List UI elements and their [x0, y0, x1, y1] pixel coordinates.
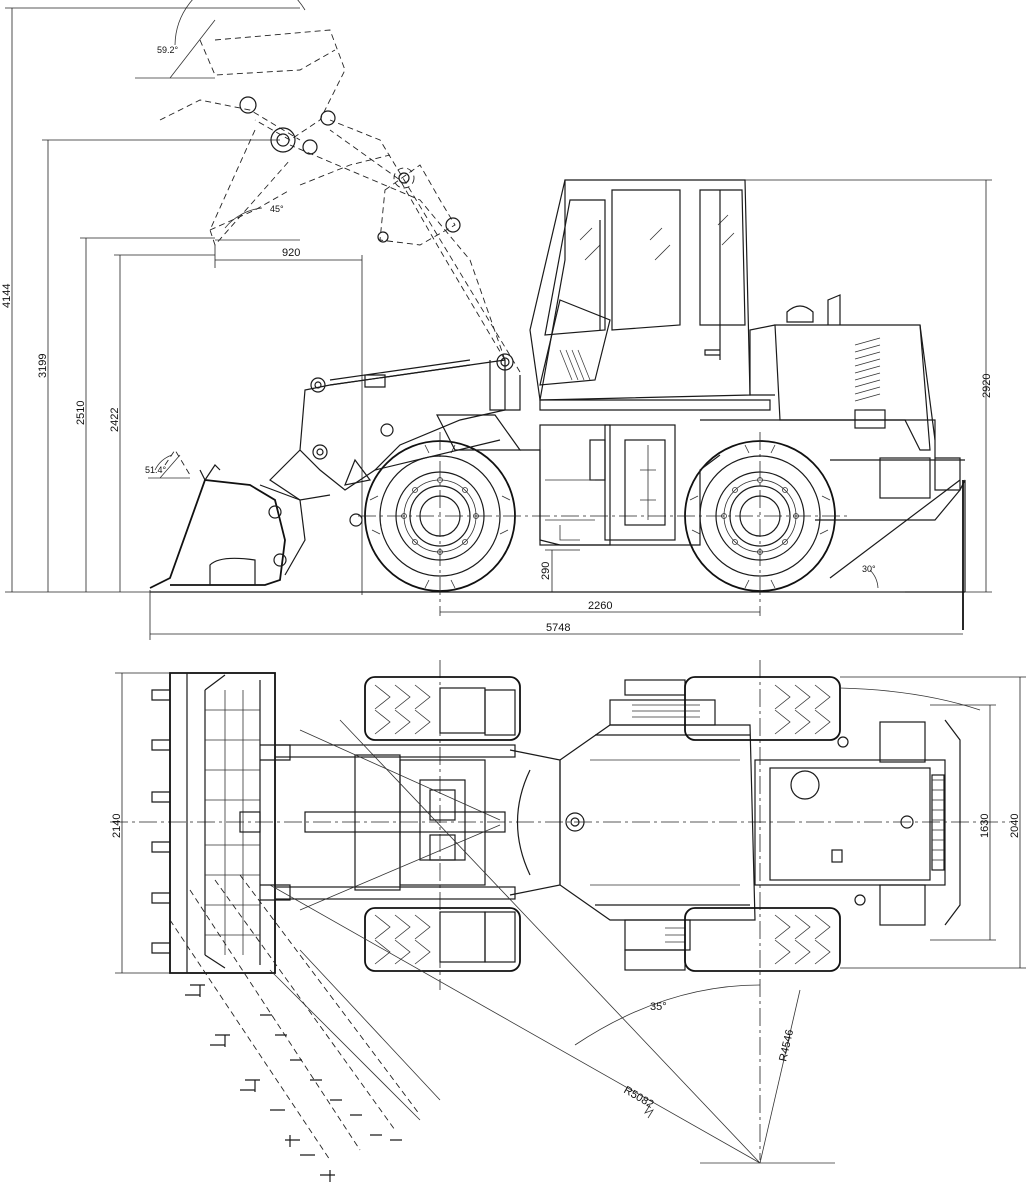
bucket-ground: [149, 464, 306, 589]
dim-outer-turn-radius: R5082: [622, 1084, 656, 1111]
inner-turn-radius-line: [759, 989, 801, 1164]
front-wheel-left-top: [364, 676, 521, 741]
dim-wheelbase: 2260: [588, 600, 612, 612]
dim-overall-height-max: 4144: [1, 284, 13, 308]
engine-hood-top: [754, 719, 961, 926]
rear-wheel-left-top: [684, 676, 841, 741]
outer-turn-radius-line: [269, 884, 761, 1164]
articulation-joint: [509, 749, 585, 896]
angle-dump-label: 45°: [270, 204, 284, 214]
dim-cab-height: 2920: [981, 374, 993, 398]
dim-bucket-width: 2140: [111, 814, 123, 838]
counterweight: [815, 489, 961, 521]
dim-dump-height-clear: 2422: [109, 408, 121, 432]
lift-arms-top: [260, 729, 516, 911]
angle-rollback-ground-label: 51.4°: [145, 465, 167, 475]
vertical-dimensions: [5, 7, 300, 593]
steer-angle-arc: [574, 984, 761, 1046]
angle-arc-top: [174, 0, 306, 46]
top-view: 2140 1630 2040 35° R5082 R4546: [110, 660, 1026, 1182]
dim-dump-reach: 920: [282, 247, 300, 259]
raised-bucket-phantom: [159, 29, 521, 373]
bucket-top: [151, 672, 276, 974]
rear-wheel-right-top: [684, 907, 841, 972]
dim-ground-clearance: 290: [540, 562, 552, 580]
angle-steer-label: 35°: [650, 1001, 667, 1013]
rear-body-top: [559, 679, 756, 971]
engine-hood: [749, 294, 936, 451]
angle-departure-label: 30°: [862, 564, 876, 574]
dim-hinge-height: 3199: [37, 354, 49, 378]
front-wheel-right-top: [364, 907, 521, 972]
bucket-teeth: [151, 689, 170, 954]
side-view: 59.2° 45° 51.4° 30° 4144 3199 2510 2422: [1, 0, 993, 640]
swept-bucket-phantom: [169, 874, 441, 1182]
dim-inner-turn-radius: R4546: [777, 1028, 796, 1062]
dim-overall-length: 5748: [546, 622, 570, 634]
dim-dump-height: 2510: [75, 401, 87, 425]
angle-rollback-top-label: 59.2°: [157, 45, 179, 55]
operator-cab: [529, 179, 771, 411]
lift-arm-lowered: [269, 353, 522, 527]
dim-overall-width: 2040: [1009, 814, 1021, 838]
dim-tread: 1630: [979, 814, 991, 838]
